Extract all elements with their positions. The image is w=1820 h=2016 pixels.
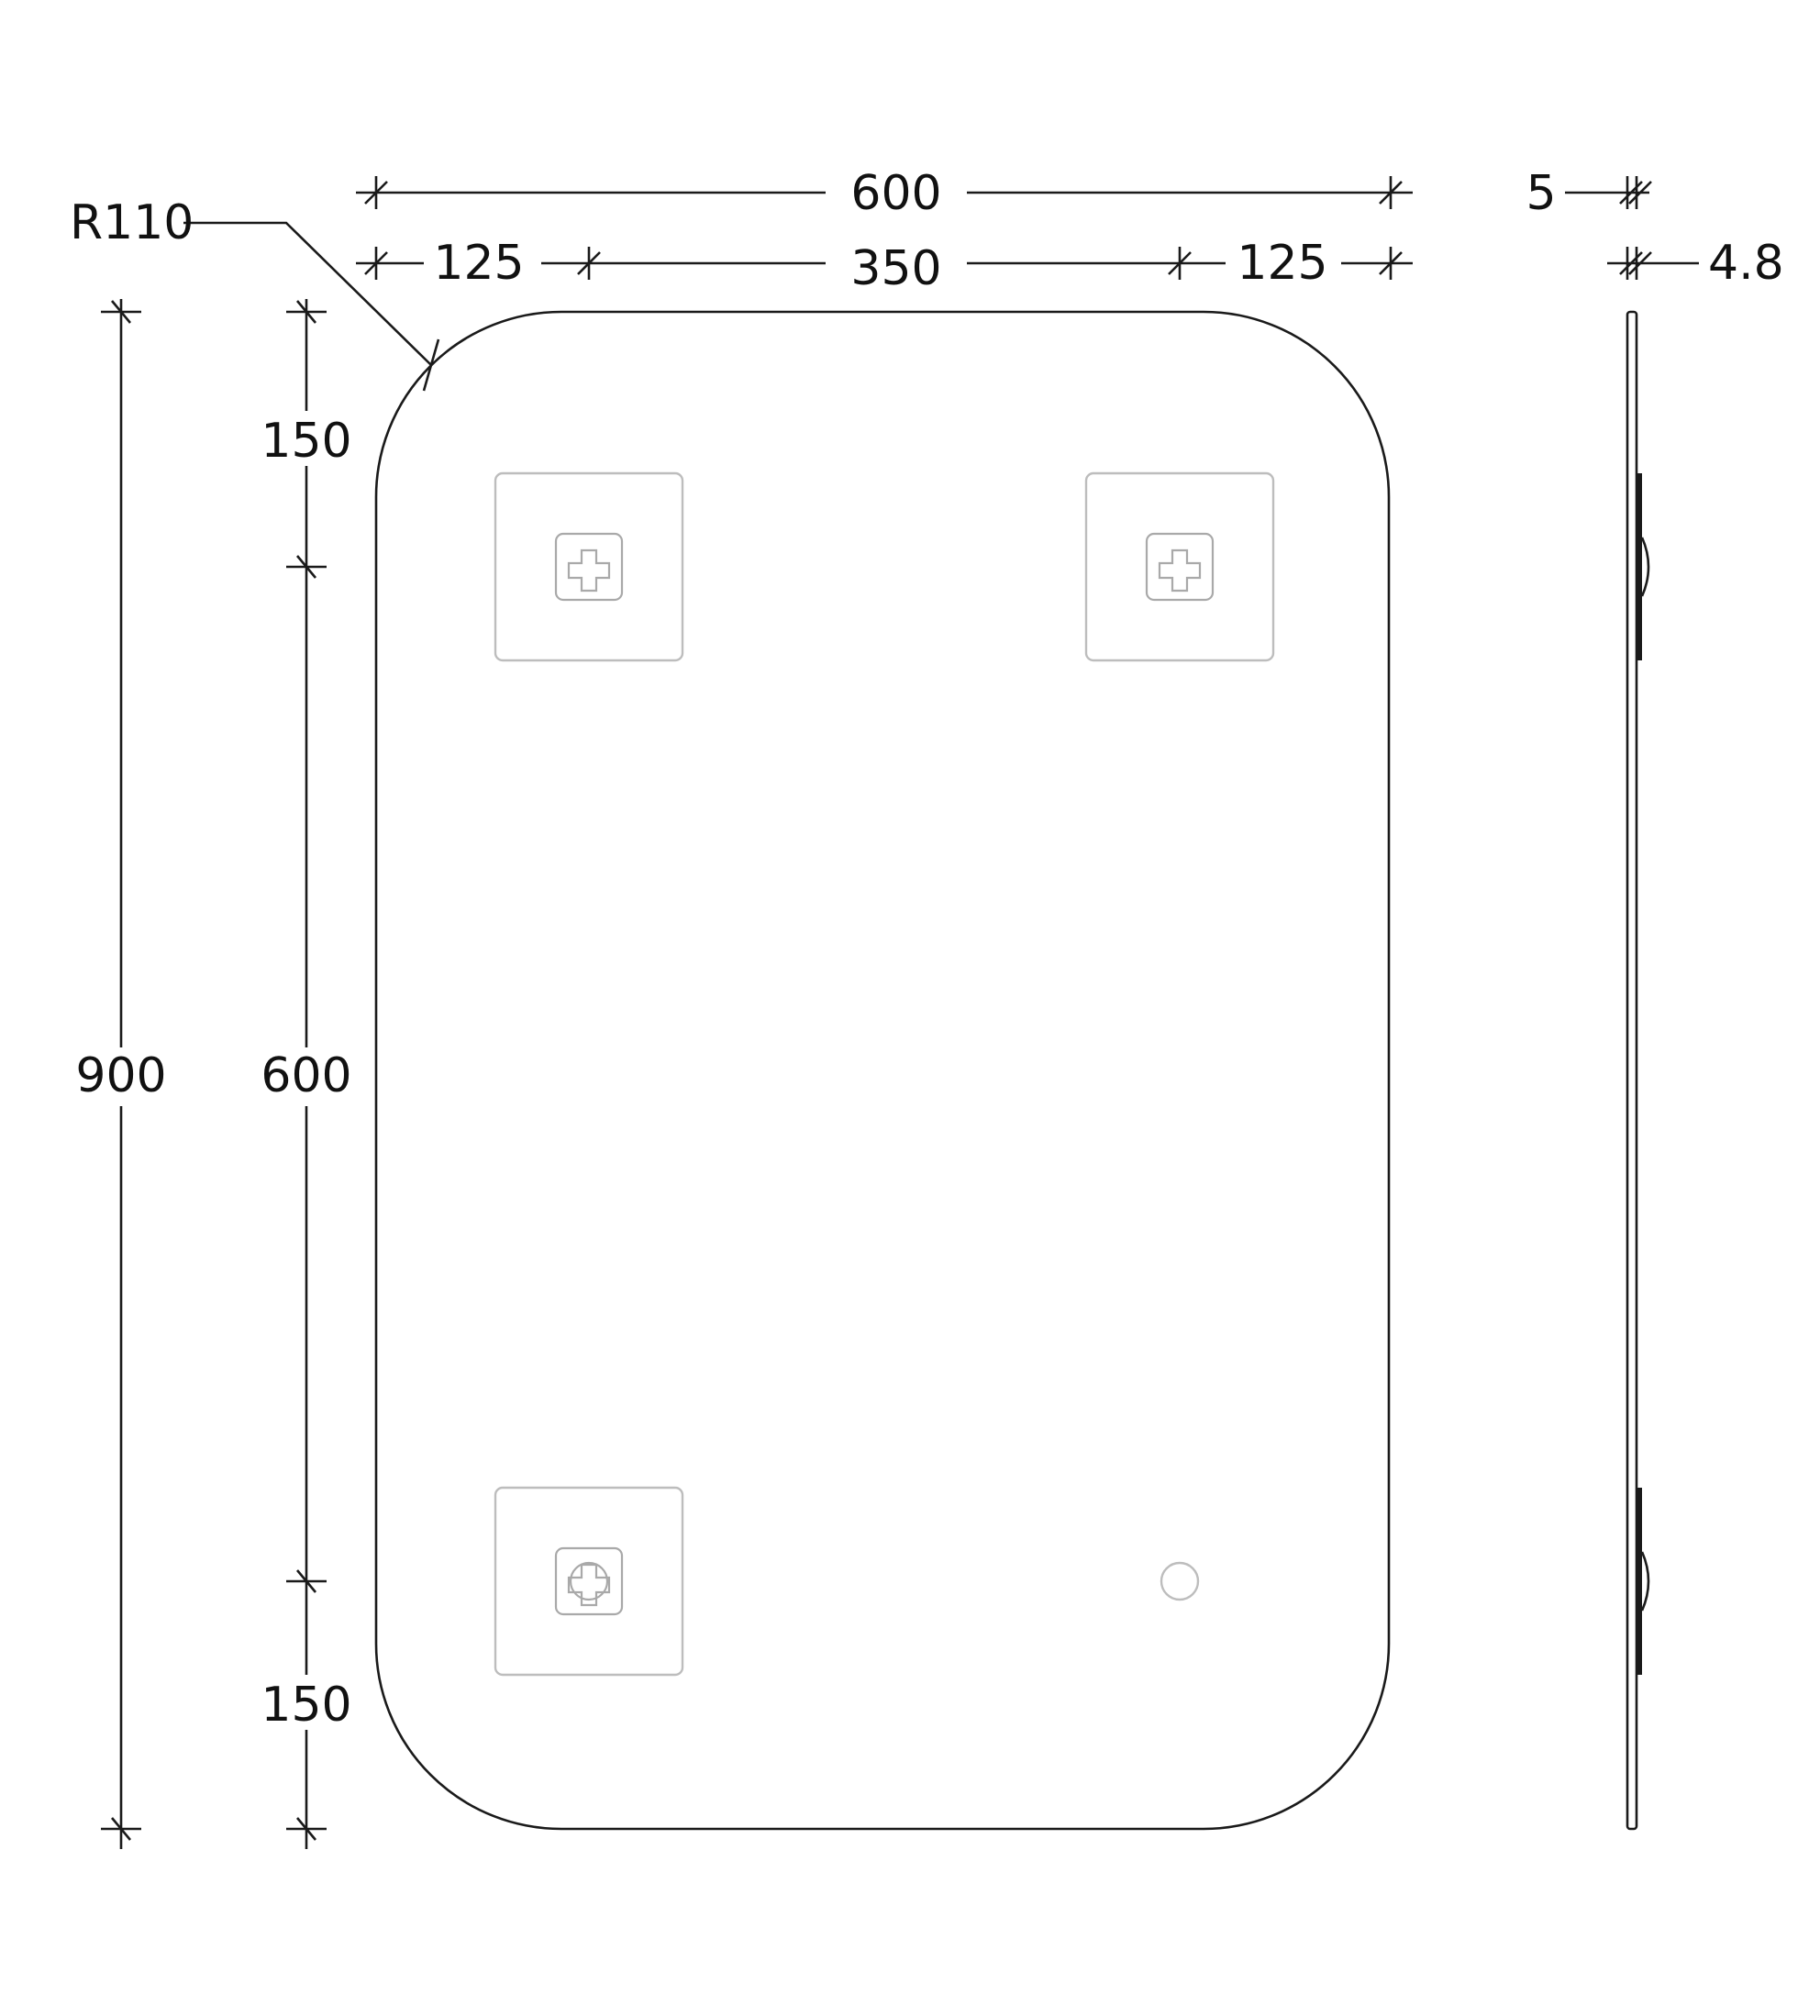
screw-slot (1145, 532, 1215, 602)
touch-sensor-icon (1160, 1561, 1200, 1601)
center-span-label: 350 (850, 241, 941, 296)
side-bracket-bottom (1637, 1488, 1642, 1675)
vertical-span-label: 600 (261, 1048, 351, 1103)
mounting-bracket-top-left (494, 471, 684, 662)
mounting-bracket-bottom-left (494, 1486, 684, 1677)
dimension-vertical-spacing: 150 600 150 (261, 299, 352, 1849)
overall-width-label: 600 (850, 166, 941, 221)
mirror-outline (374, 310, 1391, 1831)
dimension-overall-width: 600 (356, 166, 1413, 221)
screw-ring (569, 1561, 609, 1601)
dimension-overall-height: 900 (75, 299, 167, 1849)
screw-slot (554, 532, 624, 602)
dimension-glass-thickness: 4.8 (1607, 236, 1784, 291)
screw-slot (554, 1546, 624, 1616)
radius-callout: R110 (70, 195, 440, 392)
bottom-offset-label: 150 (261, 1678, 351, 1733)
left-margin-label: 125 (433, 236, 524, 291)
screw-cross-icon (567, 1563, 611, 1607)
radius-label: R110 (70, 195, 194, 250)
mounting-bracket-icon (494, 471, 684, 662)
screw-cross-icon (1158, 548, 1202, 593)
top-offset-label: 150 (261, 414, 351, 469)
side-bracket-top (1637, 473, 1642, 660)
side-bracket-bottom-hook (1640, 1551, 1650, 1612)
overall-height-label: 900 (75, 1048, 166, 1103)
glass-thickness-label: 4.8 (1708, 236, 1784, 291)
mounting-bracket-icon (494, 1486, 684, 1677)
side-bracket-top-hook (1640, 537, 1650, 597)
side-view (1626, 310, 1650, 1831)
mounting-bracket-top-right (1084, 471, 1275, 662)
screw-cross-icon (567, 548, 611, 593)
side-view-glass (1626, 310, 1638, 1831)
total-thickness-label: 5 (1526, 166, 1556, 221)
mounting-bracket-icon (1084, 471, 1275, 662)
dimension-bracket-spacing: 125 350 125 (356, 236, 1413, 296)
right-margin-label: 125 (1237, 236, 1327, 291)
dimension-total-thickness: 5 (1526, 166, 1652, 221)
